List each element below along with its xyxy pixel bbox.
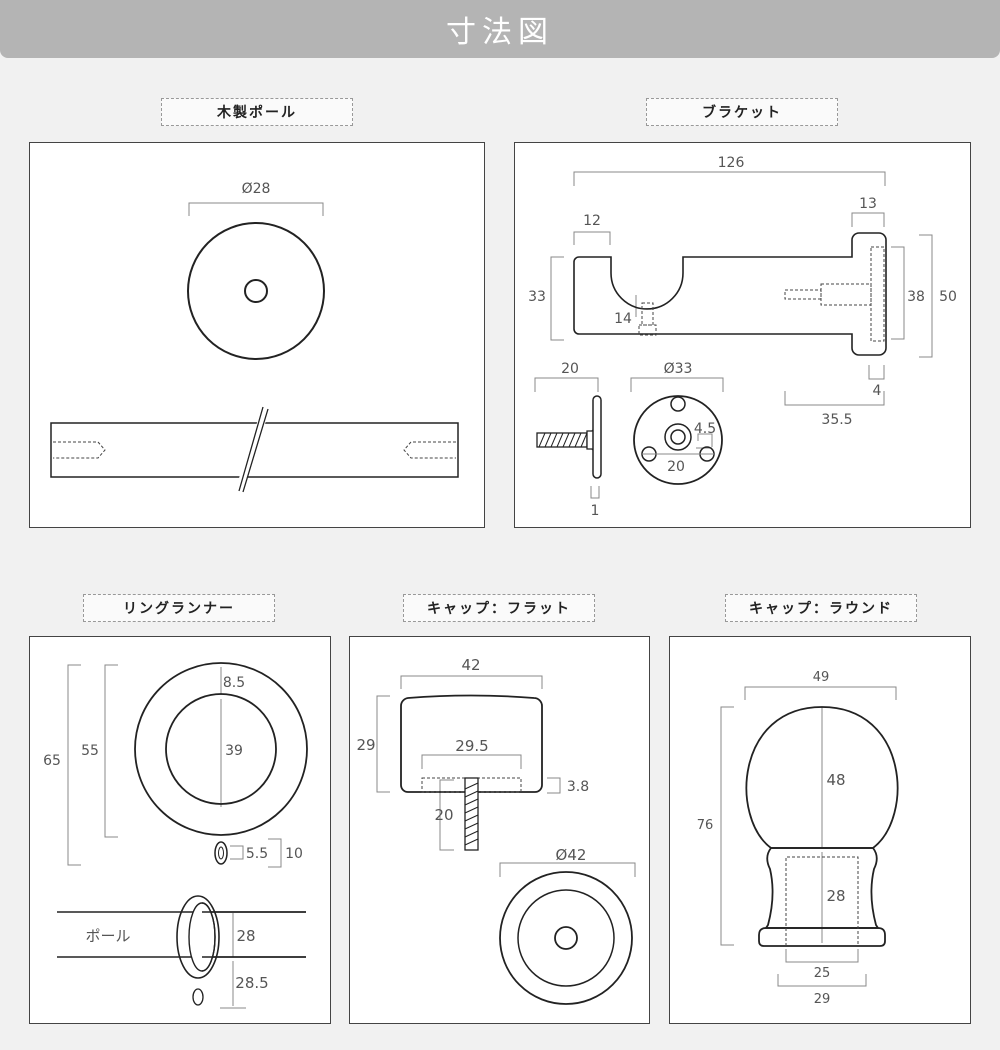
cap-round-dim-28: 28 xyxy=(826,887,845,905)
bracket-dim-1: 1 xyxy=(591,503,600,519)
ring-eyelet xyxy=(214,841,228,865)
ring-side-eyelet xyxy=(192,988,204,1006)
ring-dim-8-5: 8.5 xyxy=(223,675,245,691)
cap-flat-dim-3-8: 3.8 xyxy=(567,779,589,795)
bracket-diagram: 126 12 13 33 38 50 14 4 35.5 20 1 Ø33 4.… xyxy=(528,155,957,519)
pole-diameter-label: Ø28 xyxy=(242,181,271,197)
bracket-dim-4: 4 xyxy=(873,383,882,399)
pole-break-line-2 xyxy=(242,408,269,493)
cap-round-base xyxy=(758,927,886,947)
pole-center-hole xyxy=(244,279,268,303)
ring-dim-5-5: 5.5 xyxy=(246,846,268,862)
ring-outer xyxy=(134,662,308,836)
cap-flat-dim-29: 29 xyxy=(356,736,375,754)
ring-dim-28-5: 28.5 xyxy=(235,974,268,992)
ring-diagram: 65 55 8.5 39 5.5 10 ポール 28 28.5 xyxy=(43,662,308,1009)
cap-flat-body xyxy=(400,694,543,793)
cap-round-label: キャップ：ラウンド xyxy=(725,594,917,622)
pole-break-line-1 xyxy=(238,406,264,492)
ring-label: リングランナー xyxy=(83,594,275,622)
bracket-label: ブラケット xyxy=(646,98,838,126)
bracket-dim-4-5: 4.5 xyxy=(694,421,716,437)
ring-side-outer xyxy=(176,895,220,979)
pole-diameter-bracket xyxy=(188,202,324,216)
page-title: 寸法図 xyxy=(446,15,554,50)
cap-round-ball xyxy=(745,706,899,849)
cap-round-dim-48: 48 xyxy=(826,771,845,789)
ring-pole-text: ポール xyxy=(85,927,130,945)
ring-dim-10: 10 xyxy=(285,846,303,862)
ring-dim-39: 39 xyxy=(225,743,243,759)
pole-body xyxy=(50,422,459,478)
cap-round-dim-25: 25 xyxy=(814,966,831,981)
bracket-dim-14: 14 xyxy=(614,311,632,327)
ring-inner xyxy=(165,693,277,805)
pole-panel: Ø28 xyxy=(29,142,485,528)
cap-flat-dim-dia42: Ø42 xyxy=(556,846,587,864)
ring-dim-65: 65 xyxy=(43,753,61,769)
cap-round-panel: 49 76 48 28 25 29 xyxy=(669,636,971,1024)
page-header: 寸法図 xyxy=(0,0,1000,58)
cap-round-dim-29: 29 xyxy=(814,992,831,1007)
cap-flat-screw xyxy=(464,777,479,851)
cap-flat-diagram: 42 29 29.5 3.8 20 Ø42 xyxy=(356,656,636,1005)
pole-right-hole xyxy=(403,441,456,459)
pole-label: 木製ポール xyxy=(161,98,353,126)
cap-flat-dim-20: 20 xyxy=(434,806,453,824)
bracket-dim-33: 33 xyxy=(528,289,546,305)
bracket-dim-dia33: Ø33 xyxy=(664,361,693,377)
bracket-plate-side xyxy=(592,395,602,479)
bracket-plate-hidden xyxy=(870,246,885,342)
bracket-panel: 126 12 13 33 38 50 14 4 35.5 20 1 Ø33 4.… xyxy=(514,142,971,528)
pole-diagram: Ø28 xyxy=(50,181,459,493)
bracket-dim-126: 126 xyxy=(718,155,745,171)
cap-round-diagram: 49 76 48 28 25 29 xyxy=(697,670,899,1007)
bracket-dim-35-5: 35.5 xyxy=(821,412,852,428)
bracket-dim-12: 12 xyxy=(583,213,601,229)
bracket-dim-20b: 20 xyxy=(667,459,685,475)
bracket-dim-13: 13 xyxy=(859,196,877,212)
cap-round-dim-76: 76 xyxy=(697,818,714,833)
cap-flat-outer xyxy=(499,871,633,1005)
cap-flat-label: キャップ：フラット xyxy=(403,594,595,622)
bracket-dim-50: 50 xyxy=(939,289,957,305)
bracket-body xyxy=(573,232,887,356)
cap-flat-dim-29-5: 29.5 xyxy=(455,737,488,755)
pole-end-circle xyxy=(187,222,325,360)
ring-panel: 65 55 8.5 39 5.5 10 ポール 28 28.5 xyxy=(29,636,331,1024)
ring-dim-55: 55 xyxy=(81,743,99,759)
cap-round-dim-49: 49 xyxy=(813,670,830,685)
bracket-dim-20: 20 xyxy=(561,361,579,377)
bracket-dim-38: 38 xyxy=(907,289,925,305)
pole-left-hole xyxy=(53,441,106,459)
cap-flat-dim-42: 42 xyxy=(461,656,480,674)
bracket-plate-front xyxy=(633,395,723,485)
cap-flat-panel: 42 29 29.5 3.8 20 Ø42 xyxy=(349,636,650,1024)
cap-flat-inner xyxy=(517,889,615,987)
ring-dim-28: 28 xyxy=(236,927,255,945)
